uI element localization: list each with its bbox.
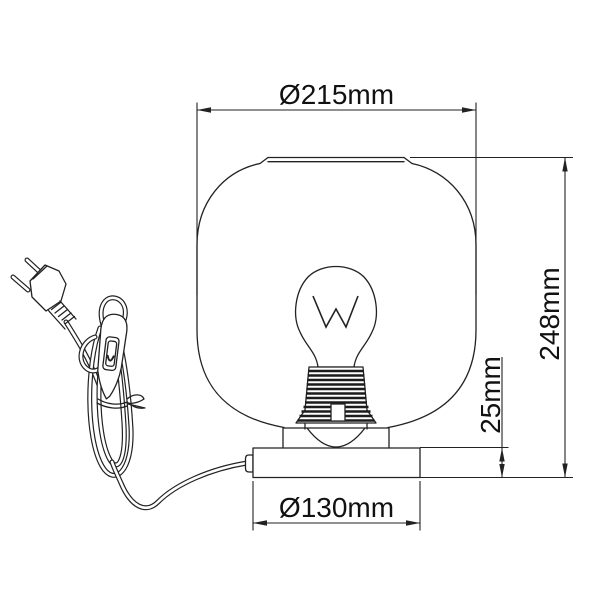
power-plug [10,257,77,330]
inline-switch [97,313,128,400]
lamp-body [196,156,477,479]
bulb-glass [294,265,378,368]
shade-outline-left [196,162,285,429]
shade-collar [282,422,390,449]
dimension-annotations: Ø215mm 248mm 25mm Ø130mm [196,79,573,531]
light-bulb [294,265,378,368]
socket-contact-window [330,403,346,422]
plug-strain-relief [47,300,77,330]
arrow-left-icon [253,520,267,526]
base-cord-inlet [244,454,254,473]
dimension-total-height: 248mm [410,156,573,479]
arrow-down-icon [499,464,505,478]
dimension-shade-diameter: Ø215mm [196,79,477,295]
base-diameter-label: Ø130mm [279,492,394,523]
arrow-down-icon [562,463,568,478]
shade-diameter-label: Ø215mm [279,79,394,110]
arrow-left-icon [197,107,211,113]
bulb-wattage-symbol [312,295,359,329]
bulb-socket [295,366,377,424]
arrow-right-icon [406,520,420,526]
cord-to-base [109,459,250,511]
dimension-base-diameter: Ø130mm [252,481,421,531]
shade-outline-right [387,162,477,429]
cord-tie-knot [96,394,146,409]
lamp-base [252,447,421,479]
socket-cup-dome [306,427,366,448]
arrow-up-icon [562,157,568,172]
total-height-label: 248mm [534,267,565,360]
base-height-label: 25mm [475,356,506,434]
arrow-up-icon [499,448,505,462]
plug-body [29,264,67,312]
glass-shade [196,156,477,429]
dimension-base-height: 25mm [420,356,509,478]
arrow-right-icon [462,107,476,113]
power-cord-assembly [10,257,250,511]
